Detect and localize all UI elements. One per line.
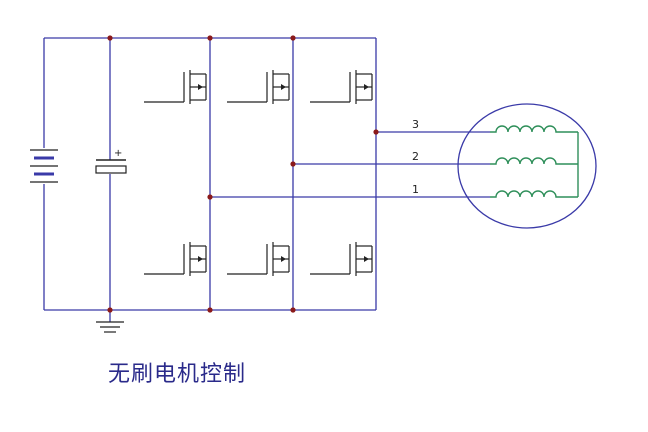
coil-1 [490, 190, 578, 198]
motor [457, 103, 597, 229]
mosfet-lower-3 [310, 242, 373, 276]
battery [30, 38, 58, 310]
coil-2 [490, 157, 578, 165]
mosfet-upper-2 [227, 70, 290, 104]
mosfet-lower-2 [227, 242, 290, 276]
mosfet-upper-3 [310, 70, 373, 104]
diagram-caption: 无刷电机控制 [108, 362, 247, 387]
capacitor-plus-sign: + [114, 148, 122, 159]
phase-label-3: 3 [412, 118, 419, 131]
junction-nodes [107, 35, 379, 313]
capacitor: + [95, 38, 127, 310]
mosfet-upper-1 [144, 70, 207, 104]
ground-symbol [96, 310, 124, 333]
mosfet-lower-1 [144, 242, 207, 276]
phase-label-2: 2 [412, 150, 419, 163]
phase-label-1: 1 [412, 183, 419, 196]
coil-3 [490, 125, 578, 133]
